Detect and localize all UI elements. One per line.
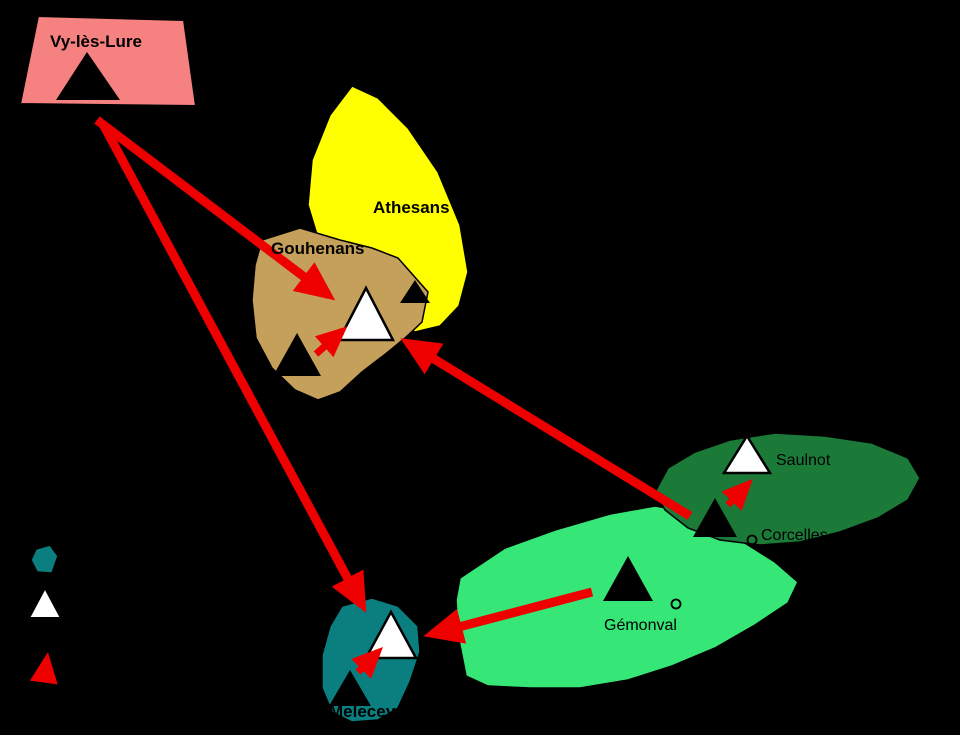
region-label-corcelles: Corcelles [761,527,828,544]
arrow-vy-les-lure-to-gouhenans [94,116,336,301]
arrow-melecey-local [351,647,383,679]
black-triangle-marker-corcelles [693,498,737,537]
arrow-gemonval-to-melecey [423,587,594,644]
arrow-corcelles-to-gouhenans [400,338,693,520]
circle-marker-corcelles [746,534,758,546]
white-triangle-marker-melecey [363,609,419,660]
region-label-gemonval: Gémonval [604,617,677,634]
legend-red-arrow-icon [29,652,58,685]
legend-white-triangle-icon [27,585,63,619]
white-triangle-marker-saulnot [721,433,773,475]
black-triangle-marker-melecey [329,670,371,706]
region-vy-les-lure [18,14,198,108]
circle-marker-gemonval [670,598,682,610]
arrow-saulnot-local [721,478,753,511]
legend [27,544,63,685]
region-label-gouhenans: Gouhenans [271,239,365,258]
legend-region-patch-icon [30,544,59,574]
black-triangle-marker-gouhenans [273,333,321,376]
black-triangle-marker-gemonval [603,556,653,601]
region-label-athesans: Athesans [373,198,450,217]
black-triangle-marker-athesans [400,280,430,303]
region-label-melecey: Melecey [329,702,396,721]
white-triangle-marker-gouhenans [336,285,396,342]
arrow-vy-les-lure-to-melecey [100,123,367,613]
arrow-gouhenans-local [313,326,348,358]
region-label-vy-les-lure: Vy-lès-Lure [50,32,142,51]
region-label-saulnot: Saulnot [776,452,831,469]
black-triangle-marker-vy-les-lure [56,52,120,100]
